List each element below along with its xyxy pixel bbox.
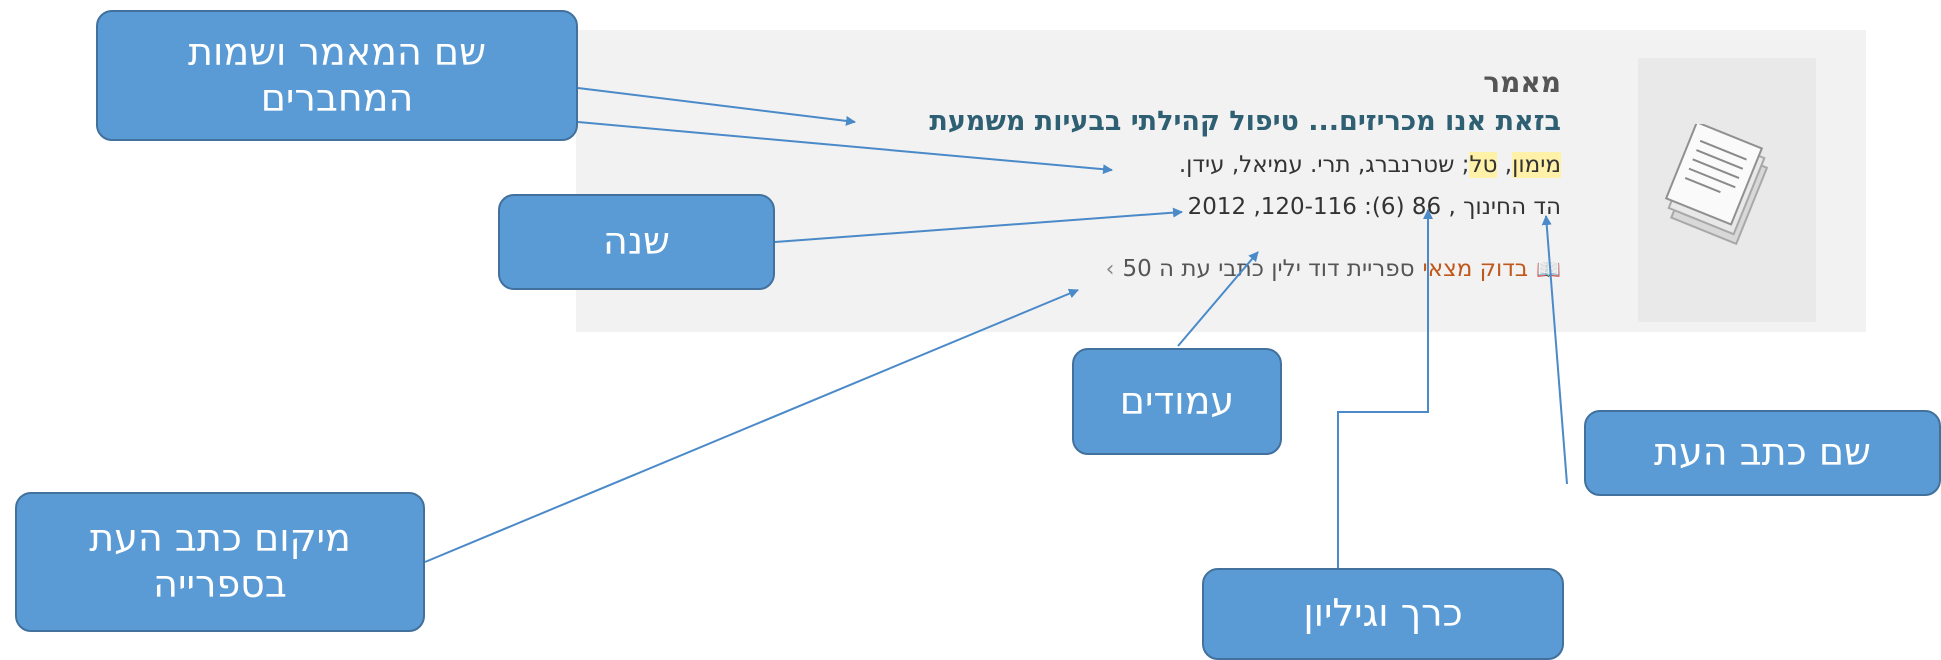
callout-volume-issue: כרך וגיליון xyxy=(1202,568,1564,660)
authors-line: מימון, טל; שטרנברג, תרי. עמיאל, עידן. xyxy=(1179,152,1561,178)
arrow-to-journal xyxy=(1541,215,1568,485)
availability-line: 📖 בדוק מצאי ספריית דוד ילין כתבי עת ה 50… xyxy=(1106,256,1561,282)
article-title-link[interactable]: בזאת אנו מכריזים... טיפול קהילתי בבעיות … xyxy=(929,106,1561,137)
journal-source-line: הד החינוך , 86 (6): 120-116, 2012 xyxy=(1187,194,1561,220)
authors-rest: ; שטרנברג, תרי. עמיאל, עידן. xyxy=(1178,152,1470,178)
arrow-to-volume xyxy=(1337,209,1433,568)
author-highlight[interactable]: טל xyxy=(1469,152,1498,178)
authors-separator: , xyxy=(1497,152,1513,178)
arrow-to-pages xyxy=(1177,251,1259,347)
arrow-to-location xyxy=(424,288,1079,563)
arrow-to-title xyxy=(577,87,856,126)
arrow-to-authors xyxy=(577,121,1113,175)
article-thumbnail xyxy=(1638,58,1816,322)
record-type-label: מאמר xyxy=(1483,66,1561,99)
author-highlight[interactable]: מימון xyxy=(1512,152,1561,178)
callout-journal-name: שם כתב העת xyxy=(1584,410,1941,496)
check-holdings-link[interactable]: בדוק מצאי xyxy=(1422,256,1529,282)
callout-pages: עמודים xyxy=(1072,348,1282,455)
chevron-right-icon[interactable]: › xyxy=(1105,256,1115,282)
arrow-to-year xyxy=(774,207,1183,243)
callout-title-authors: שם המאמר ושמות המחברים xyxy=(96,10,578,141)
callout-year: שנה xyxy=(498,194,775,290)
callout-library-location: מיקום כתב העת בספרייה xyxy=(15,492,425,632)
document-icon xyxy=(1664,124,1769,246)
library-location: ספריית דוד ילין כתבי עת ה 50 xyxy=(1122,256,1415,282)
